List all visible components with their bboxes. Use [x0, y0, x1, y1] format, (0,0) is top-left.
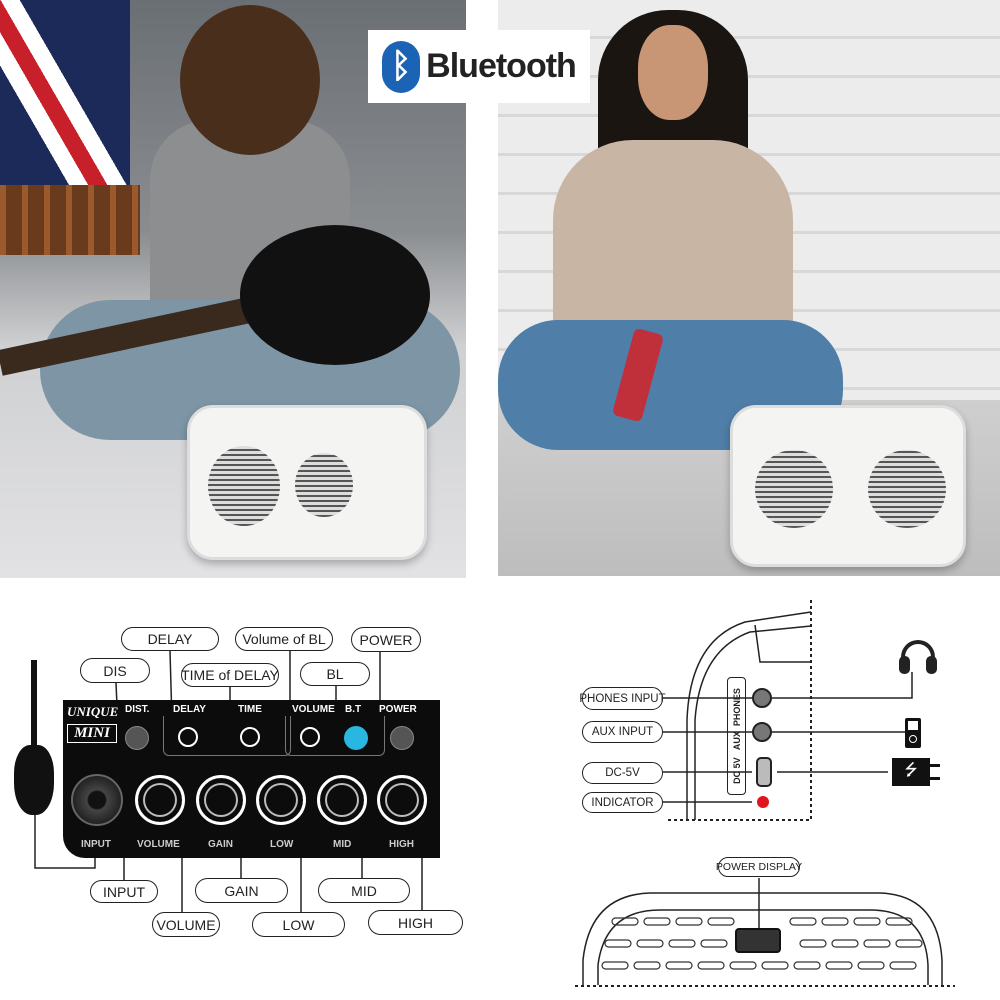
- indicator-led: [757, 796, 769, 808]
- callout-time-of-delay: TIME of DELAY: [181, 663, 279, 687]
- gain-knob[interactable]: [196, 775, 246, 825]
- callout-input: INPUT: [90, 880, 158, 903]
- time-knob[interactable]: [240, 727, 260, 747]
- brand-logo: UNIQUE MINI: [67, 704, 119, 743]
- input-jack[interactable]: [71, 774, 123, 826]
- callout-delay: DELAY: [121, 627, 219, 651]
- phones-jack[interactable]: [752, 688, 772, 708]
- person-head: [180, 5, 320, 155]
- callout-aux-input: AUX INPUT: [582, 721, 663, 743]
- knob-label-mid: MID: [333, 839, 352, 850]
- guitar-icon: [14, 660, 54, 820]
- knob-label-gain: GAIN: [208, 839, 233, 850]
- label-dist: DIST.: [125, 704, 150, 715]
- knob-label-input: INPUT: [81, 839, 111, 850]
- side-panel-label-box: DC 5V AUX PHONES: [727, 677, 746, 795]
- callout-dis: DIS: [80, 658, 150, 683]
- low-knob[interactable]: [256, 775, 306, 825]
- callout-gain: GAIN: [195, 878, 288, 903]
- power-button[interactable]: [390, 726, 414, 750]
- person-face: [638, 25, 708, 120]
- bluetooth-text: Bluetooth: [426, 47, 577, 85]
- knob-label-high: HIGH: [389, 839, 414, 850]
- flag: [0, 0, 130, 190]
- power-display: [735, 928, 781, 953]
- callout-bl: BL: [300, 662, 370, 686]
- callout-mid: MID: [318, 878, 410, 903]
- label-delay: DELAY: [173, 704, 206, 715]
- callout-phones-input: PHONES INPUT: [579, 687, 666, 710]
- usb-charger-icon: ⭍: [892, 758, 940, 786]
- label-volume-bt: VOLUME: [292, 704, 335, 715]
- label-time: TIME: [238, 704, 262, 715]
- music-player-icon: [905, 718, 921, 748]
- label-bt: B.T: [345, 704, 362, 715]
- callout-volume-of-bl: Volume of BL: [235, 627, 333, 651]
- control-panel: UNIQUE MINI DIST. DELAY TIME VOLUME B.T …: [63, 700, 440, 858]
- speaker-right: [730, 405, 966, 567]
- callout-power: POWER: [351, 627, 421, 652]
- high-knob[interactable]: [377, 775, 427, 825]
- bluetooth-badge: ᛒ Bluetooth: [368, 30, 590, 103]
- delay-knob[interactable]: [178, 727, 198, 747]
- photo-listener: [498, 0, 1000, 576]
- volume-knob[interactable]: [135, 775, 185, 825]
- usb-c-port[interactable]: [756, 757, 772, 787]
- mid-knob[interactable]: [317, 775, 367, 825]
- label-power: POWER: [379, 704, 417, 715]
- speaker-left: [187, 405, 427, 560]
- bed-headboard: [0, 185, 140, 255]
- callout-power-display: POWER DISPLAY: [716, 857, 802, 877]
- callout-volume: VOLUME: [152, 912, 220, 937]
- headphones-icon: [899, 640, 937, 674]
- dist-button[interactable]: [125, 726, 149, 750]
- aux-jack[interactable]: [752, 722, 772, 742]
- knob-label-volume: VOLUME: [137, 839, 180, 850]
- callout-indicator: INDICATOR: [582, 792, 663, 813]
- bluetooth-icon: ᛒ: [382, 40, 421, 93]
- bt-volume-knob[interactable]: [300, 727, 320, 747]
- callout-high: HIGH: [368, 910, 463, 935]
- guitar-body: [240, 225, 430, 365]
- callout-dc-5v: DC-5V: [582, 762, 663, 784]
- bt-button[interactable]: [344, 726, 368, 750]
- knob-label-low: LOW: [270, 839, 294, 850]
- callout-low: LOW: [252, 912, 345, 937]
